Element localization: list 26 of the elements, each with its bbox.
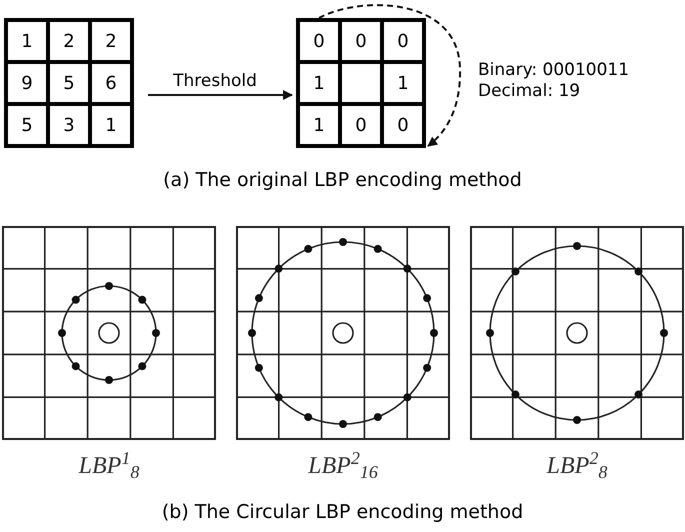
grid-cell: 1 <box>8 22 46 60</box>
grid-cell <box>342 64 380 102</box>
number-grid <box>4 18 134 148</box>
grid-cell: 0 <box>342 22 380 60</box>
grid-cell: 5 <box>50 64 88 102</box>
grid-cell: 0 <box>342 106 380 144</box>
grid-cell: 5 <box>8 106 46 144</box>
grid-cell: 6 <box>92 64 130 102</box>
grid-cell: 1 <box>300 64 338 102</box>
grid-cell: 1 <box>384 64 422 102</box>
grid-cell: 0 <box>384 106 422 144</box>
decimal-value-text: Decimal: 19 <box>478 81 582 102</box>
number-grid <box>296 18 426 148</box>
grid-cell: 1 <box>300 106 338 144</box>
grid-cell: 3 <box>50 106 88 144</box>
grid-cell: 0 <box>384 22 422 60</box>
grid-cell: 9 <box>8 64 46 102</box>
caption: (a) The original LBP encoding method <box>163 168 522 193</box>
grid-cell: 2 <box>92 22 130 60</box>
binary-code-text: Binary: 00010011 <box>478 60 630 81</box>
grid-cell: 2 <box>50 22 88 60</box>
grid-cell: 0 <box>300 22 338 60</box>
arrow <box>318 4 461 147</box>
caption: (b) The Circular LBP encoding method <box>162 500 524 525</box>
arrow <box>148 90 293 100</box>
grid-cell: 1 <box>92 106 130 144</box>
